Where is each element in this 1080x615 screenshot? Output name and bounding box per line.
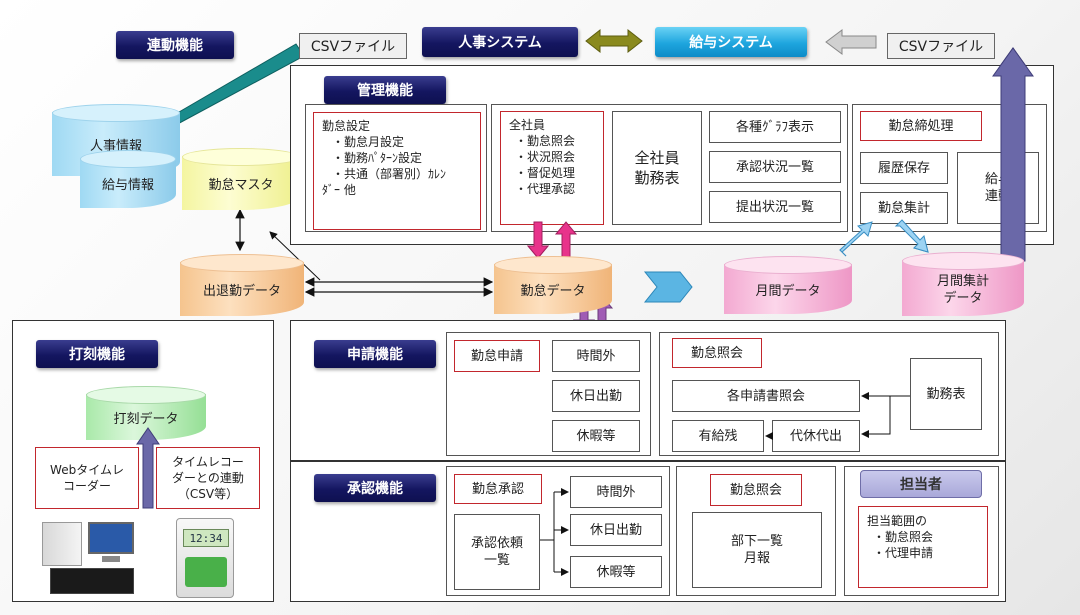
shinsei-shokai-box: 勤怠照会 — [672, 338, 762, 368]
kaku-shinsei-box: 各申請書照会 — [672, 380, 860, 412]
shonin-kyujitsu-box: 休日出勤 — [570, 514, 662, 546]
settings-line: ・勤怠月設定 — [332, 135, 405, 149]
csv-file-left: CSVファイル — [299, 33, 407, 59]
pc-illustration-icon — [42, 520, 138, 596]
shonin-jikangai-box: 時間外 — [570, 476, 662, 508]
kyuyo-system: 給与システム — [655, 27, 807, 57]
kinmuhyo-box: 勤務表 — [910, 358, 982, 430]
kyuka-box: 休暇等 — [552, 420, 640, 452]
clock-display: 12:34 — [183, 529, 229, 547]
rireki-box: 履歴保存 — [860, 152, 948, 184]
settings-line: ・共通（部署別）ｶﾚﾝ — [332, 167, 447, 181]
shuttaikin-label: 出退勤データ — [202, 283, 281, 299]
yukyu-box: 有給残 — [672, 420, 764, 452]
shonin-jokyo-box: 承認状況一覧 — [709, 151, 841, 183]
buka-ichiran-box: 部下一覧 月報 — [692, 512, 822, 588]
tanto-line: ・勤怠照会 — [873, 530, 934, 544]
shonin-shokai-box: 勤怠照会 — [710, 474, 802, 506]
dakoku-label: 打刻機能 — [36, 340, 158, 368]
allstaff-box: 全社員 ・勤怠照会 ・状況照会 ・督促処理 ・代理承認 — [500, 111, 604, 225]
settings-box: 勤怠設定 ・勤怠月設定 ・勤務ﾊﾟﾀｰﾝ設定 ・共通（部署別）ｶﾚﾝ ﾀﾞｰ 他 — [313, 112, 481, 230]
kyuyo-db-label: 給与情報 — [101, 177, 154, 193]
graph-box: 各種ｸﾞﾗﾌ表示 — [709, 111, 841, 143]
shime-box: 勤怠締処理 — [860, 111, 982, 141]
getsukan-shukei-label: 月間集計 データ — [936, 274, 989, 306]
kintai-data-db: 勤怠データ — [494, 256, 612, 314]
kanri-label: 管理機能 — [324, 76, 446, 104]
daikyu-box: 代休代出 — [772, 420, 860, 452]
kintai-shinsei-box: 勤怠申請 — [454, 340, 540, 372]
allstaff-line: ・状況照会 — [515, 150, 576, 164]
getsukan-db: 月間データ — [724, 256, 852, 314]
shuttaikin-db: 出退勤データ — [180, 254, 304, 316]
kyuyo-renkei-box: 給与 連動 — [957, 152, 1039, 224]
csv-file-right: CSVファイル — [887, 33, 995, 59]
shinsei-label: 申請機能 — [314, 340, 436, 368]
kyuyo-db: 給与情報 — [80, 150, 176, 208]
blue-chevron — [643, 271, 693, 303]
jinji-system: 人事システム — [422, 27, 578, 57]
allstaff-line: ・勤怠照会 — [515, 134, 576, 148]
shukei-box: 勤怠集計 — [860, 192, 948, 224]
web-recorder-box: Webタイムレ コーダー — [35, 447, 139, 509]
allstaff-line: ・督促処理 — [515, 166, 576, 180]
getsukan-shukei-db: 月間集計 データ — [902, 252, 1024, 316]
timerecorder-box: タイムレコー ダーとの連動 （CSV等） — [156, 447, 260, 509]
tanto-line: ・代理申請 — [873, 546, 934, 560]
settings-line: 勤怠設定 — [322, 119, 371, 133]
settings-line: ・勤務ﾊﾟﾀｰﾝ設定 — [332, 151, 423, 165]
allstaff-line: ・代理承認 — [515, 182, 576, 196]
tanto-label: 担当者 — [860, 470, 982, 498]
allstaff-line: 全社員 — [509, 118, 546, 132]
getsukan-label: 月間データ — [755, 283, 821, 299]
settings-line: ﾀﾞｰ 他 — [322, 183, 356, 197]
jinji-db: 人事情報 — [52, 104, 180, 176]
kintai-master-db: 勤怠マスタ — [182, 148, 300, 210]
tanto-line: 担当範囲の — [867, 514, 928, 528]
gray-left-arrow — [825, 29, 877, 55]
kintai-shonin-box: 勤怠承認 — [454, 474, 542, 504]
jikangai-box: 時間外 — [552, 340, 640, 372]
kintai-master-label: 勤怠マスタ — [208, 177, 274, 193]
tanto-box: 担当範囲の ・勤怠照会 ・代理申請 — [858, 506, 988, 588]
kyujitsu-box: 休日出勤 — [552, 380, 640, 412]
renkei-label: 連動機能 — [116, 31, 234, 59]
shonin-label: 承認機能 — [314, 474, 436, 502]
olive-double-arrow — [585, 28, 643, 54]
time-recorder-icon: 12:34 — [176, 518, 234, 598]
kintai-data-label: 勤怠データ — [520, 283, 586, 299]
dakoku-db-label: 打刻データ — [113, 411, 179, 427]
shonin-kyuka-box: 休暇等 — [570, 556, 662, 588]
shonin-irai-box: 承認依頼 一覧 — [454, 514, 540, 590]
dakoku-db: 打刻データ — [86, 386, 206, 440]
zenshain-kinmuhyo: 全社員 勤務表 — [612, 111, 702, 225]
teishutsu-jokyo-box: 提出状況一覧 — [709, 191, 841, 223]
